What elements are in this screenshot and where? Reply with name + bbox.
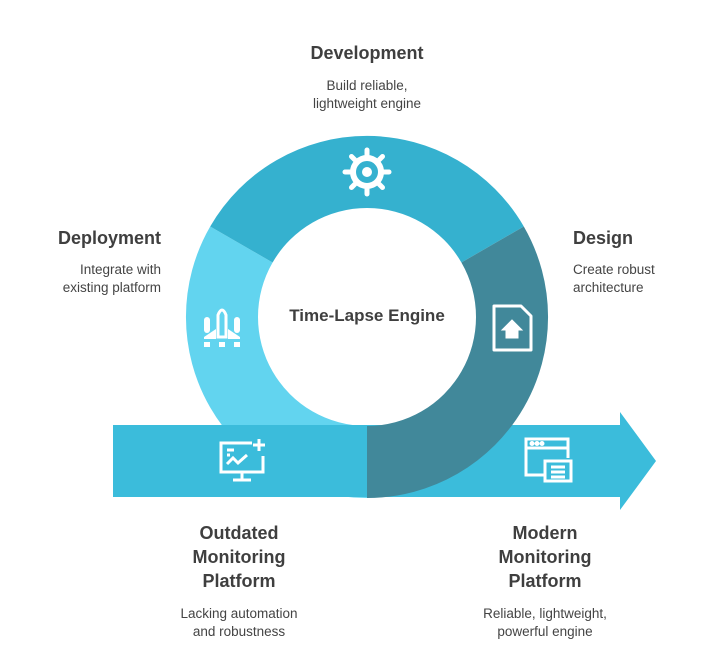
desc-line: architecture	[573, 280, 644, 295]
center-label: Time-Lapse Engine	[289, 306, 445, 325]
from-desc: Lacking automation and robustness	[180, 605, 297, 641]
design-desc: Create robust architecture	[573, 261, 655, 297]
segment-development	[210, 135, 524, 263]
segment-design	[367, 226, 549, 498]
title-line: Outdated	[199, 523, 279, 543]
monitor-chart-icon	[219, 439, 265, 482]
desc-line: lightweight engine	[312, 96, 422, 111]
rocket-icon	[204, 308, 240, 347]
title-line: Modern	[512, 523, 578, 543]
development-desc: Build reliable, lightweight engine	[313, 77, 421, 113]
desc-line: Integrate with	[79, 262, 161, 277]
desc-line: existing platform	[62, 280, 161, 295]
desc-line: and robustness	[192, 624, 286, 639]
to-title: Modern Monitoring Platform	[499, 521, 592, 593]
desc-line: Reliable, lightweight,	[483, 606, 607, 621]
center-circle	[259, 209, 475, 425]
desc-line: Lacking automation	[180, 606, 298, 621]
deployment-title: Deployment	[57, 228, 161, 248]
title-line: Platform	[508, 571, 582, 591]
to-desc: Reliable, lightweight, powerful engine	[483, 605, 607, 641]
development-title: Development	[310, 43, 424, 63]
title-line: Monitoring	[498, 547, 592, 567]
gear-icon	[342, 147, 392, 197]
title-line: Monitoring	[192, 547, 286, 567]
desc-line: powerful engine	[497, 624, 593, 639]
desc-line: Build reliable,	[326, 78, 408, 93]
desc-line: Create robust	[573, 262, 655, 277]
from-title: Outdated Monitoring Platform	[193, 521, 286, 593]
title-line: Platform	[202, 571, 276, 591]
deployment-desc: Integrate with existing platform	[63, 261, 161, 297]
document-home-icon	[492, 304, 533, 352]
design-title: Design	[573, 228, 634, 248]
browser-window-icon	[524, 437, 573, 483]
